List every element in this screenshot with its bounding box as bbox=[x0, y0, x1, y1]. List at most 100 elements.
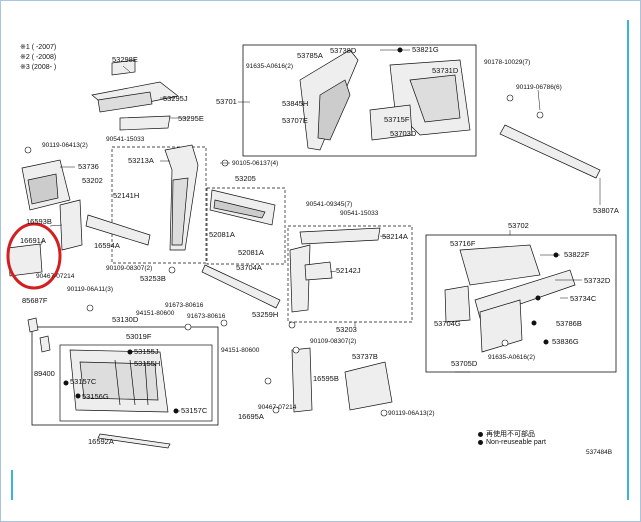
part-89400 bbox=[39, 335, 51, 353]
part-label: 91635-A0616(2) bbox=[488, 354, 535, 361]
filled-dot-icon bbox=[478, 439, 483, 445]
part-label: 91673-80616 bbox=[187, 313, 226, 320]
part-53214A bbox=[299, 227, 381, 245]
part-label: 16594A bbox=[94, 241, 120, 250]
part-label: 53157C bbox=[181, 406, 208, 415]
part-label: 90467-07214 bbox=[258, 404, 297, 411]
part-53716F bbox=[459, 244, 541, 286]
part-label: 53130D bbox=[112, 315, 139, 324]
part-label: 53156G bbox=[82, 392, 109, 401]
part-label: 52142J bbox=[336, 266, 361, 275]
part-label: 16691A bbox=[20, 236, 46, 245]
legend-text: 再使用不可部品 bbox=[486, 431, 535, 438]
part-label: 53807A bbox=[593, 206, 619, 215]
part-label: 53259H bbox=[252, 310, 279, 319]
part-label: 90119-06A13(2) bbox=[388, 410, 435, 417]
part-label: 16595B bbox=[313, 374, 339, 383]
part-label: 53202 bbox=[82, 176, 103, 185]
part-label: 90119-06A11(3) bbox=[67, 286, 114, 293]
part-53203 bbox=[289, 244, 311, 313]
filled-dot-icon bbox=[478, 431, 483, 437]
part-label: 53704G bbox=[434, 319, 461, 328]
highlight-circle bbox=[6, 222, 62, 290]
part-label: 53836G bbox=[552, 337, 579, 346]
part-label: 53732D bbox=[584, 276, 611, 285]
part-label: 53205 bbox=[235, 174, 256, 183]
part-16593B bbox=[59, 199, 83, 251]
part-16594A bbox=[85, 214, 151, 246]
part-label: 90541-15033 bbox=[106, 136, 145, 143]
figure-code: 537484B bbox=[586, 449, 613, 456]
legend-text: Non-reuseable part bbox=[486, 439, 546, 446]
part-label: 53736 bbox=[78, 162, 99, 171]
group-box-53130D bbox=[59, 344, 213, 422]
part-53704A bbox=[201, 264, 281, 309]
part-label: 53822F bbox=[564, 250, 590, 259]
part-label: 90541-09345(7) bbox=[306, 201, 353, 208]
part-label: 90467-07214 bbox=[36, 273, 75, 280]
part-label: 90109-08307(2) bbox=[106, 265, 153, 272]
legend-item-en: Non-reuseable part bbox=[478, 439, 546, 446]
group-box-53202 bbox=[111, 146, 207, 264]
part-label: 53019F bbox=[126, 332, 152, 341]
part-label: 94151-80600 bbox=[136, 310, 175, 317]
part-label: 53701 bbox=[216, 97, 237, 106]
part-label: 90105-06137(4) bbox=[232, 160, 279, 167]
part-label: 53821G bbox=[412, 45, 439, 54]
part-label: 53707E bbox=[282, 116, 308, 125]
part-label: 89400 bbox=[34, 369, 55, 378]
part-label: 85687F bbox=[22, 296, 48, 305]
part-label: 16593B bbox=[26, 217, 52, 226]
part-label: 53298E bbox=[112, 55, 138, 64]
part-53715F bbox=[369, 104, 413, 141]
part-label: 90178-10029(7) bbox=[484, 59, 531, 66]
group-box-53205 bbox=[206, 187, 286, 265]
part-16691A bbox=[7, 243, 43, 277]
part-53737B bbox=[291, 347, 313, 413]
part-label: 90541-15033 bbox=[340, 210, 379, 217]
group-box-53019F bbox=[31, 326, 219, 426]
part-label: 53203 bbox=[336, 325, 357, 334]
part-label: 53295E bbox=[178, 114, 204, 123]
part-53807A bbox=[499, 124, 601, 179]
group-box-53701 bbox=[242, 44, 477, 157]
part-label: 53213A bbox=[128, 156, 154, 165]
part-label: 53253B bbox=[140, 274, 166, 283]
part-label: 90119-06786(6) bbox=[516, 84, 562, 91]
part-label: 90109-08307(2) bbox=[310, 338, 357, 345]
part-85687F bbox=[27, 317, 39, 333]
part-label: 53705D bbox=[451, 359, 478, 368]
part-label: 53731D bbox=[432, 66, 459, 75]
part-label: 16695A bbox=[238, 412, 264, 421]
part-label: 53786B bbox=[556, 319, 582, 328]
part-label: 91635-A0616(2) bbox=[246, 63, 293, 70]
part-label: 53704A bbox=[236, 263, 262, 272]
part-label: 53702 bbox=[508, 221, 529, 230]
part-label: 52081A bbox=[238, 248, 264, 257]
part-label: 52141H bbox=[113, 191, 140, 200]
part-53295E bbox=[119, 115, 171, 131]
part-label: 53845H bbox=[282, 99, 309, 108]
part-label: 53716F bbox=[450, 239, 476, 248]
part-label: 90119-06413(2) bbox=[42, 142, 88, 149]
note-3: ※3 (2008- ) bbox=[20, 64, 57, 71]
part-label: 94151-80600 bbox=[221, 347, 260, 354]
part-label: 53155J bbox=[134, 347, 159, 356]
part-label: 53738D bbox=[330, 46, 357, 55]
part-label: 53157C bbox=[70, 377, 97, 386]
part-label: 53703D bbox=[390, 129, 417, 138]
part-label: 16592A bbox=[88, 437, 114, 446]
part-label: 53295J bbox=[163, 94, 188, 103]
part-label: 53737B bbox=[352, 352, 378, 361]
group-box-53203 bbox=[287, 225, 413, 323]
group-box-53702 bbox=[425, 234, 617, 373]
part-53704G bbox=[479, 299, 523, 353]
part-label: 53734C bbox=[570, 294, 597, 303]
part-label: 53785A bbox=[297, 51, 323, 60]
part-16592A bbox=[97, 433, 171, 449]
note-1: ※1 ( -2007) bbox=[20, 44, 57, 51]
part-label: 53214A bbox=[382, 232, 408, 241]
part-label: 52081A bbox=[209, 230, 235, 239]
